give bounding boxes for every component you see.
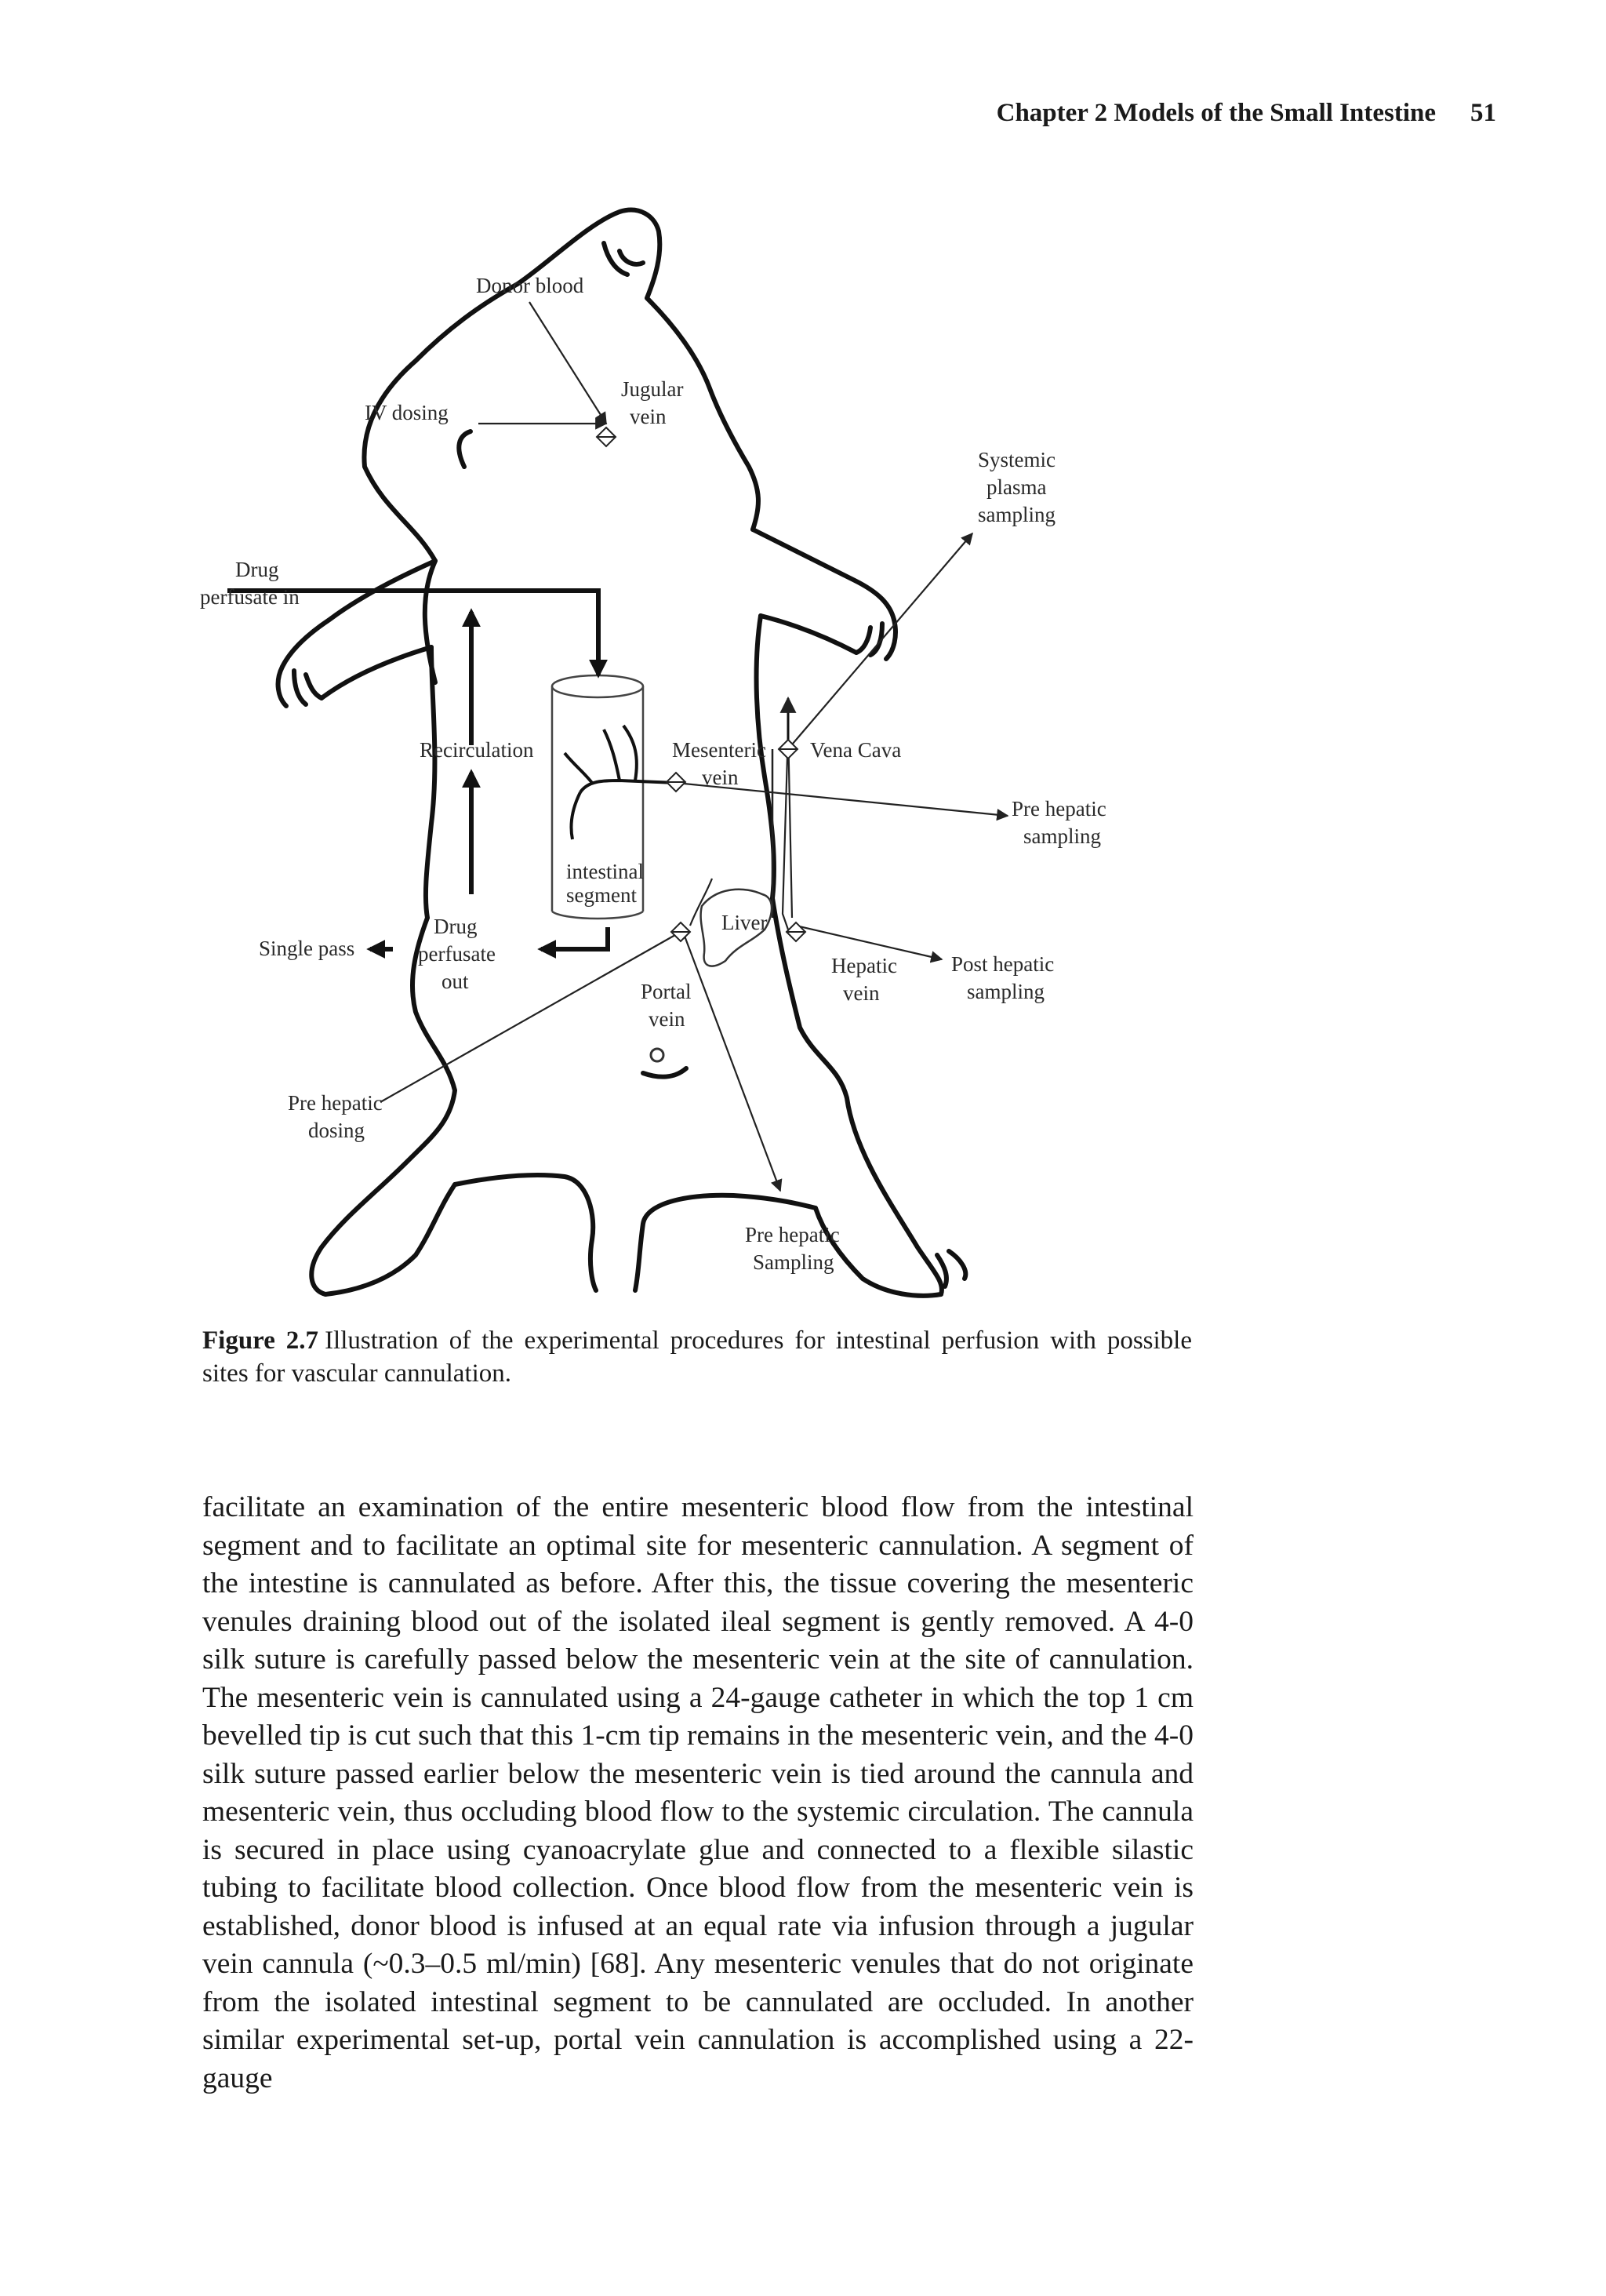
label-mesenteric-2: vein [702,766,739,789]
figure-rat-perfusion-diagram: Donor blood IV dosing Jugular vein Syste… [196,196,1188,1310]
label-drug-out-3: out [441,970,469,993]
label-portal-1: Portal [641,980,692,1003]
label-intestinal-2: segment [566,883,637,907]
label-intestinal-1: intestinal [566,860,644,883]
label-jugular-vein-2: vein [630,405,667,428]
body-text: facilitate an examination of the entire … [202,1489,1194,2098]
label-portal-2: vein [649,1007,685,1031]
label-donor-blood: Donor blood [476,274,584,297]
label-post-hepatic-1: Post hepatic [951,952,1054,976]
running-head: Chapter 2 Models of the Small Intestine 5… [997,99,1496,128]
label-systemic-1: Systemic [978,448,1056,471]
label-vena-cava: Vena Cava [810,738,901,762]
label-drug-out-2: perfusate [418,942,496,966]
label-pre-hepatic-sampling-2: sampling [1023,824,1101,848]
page-number: 51 [1470,99,1496,127]
label-mesenteric-1: Mesenteric [672,738,766,762]
label-pre-hepatic-dosing-2: dosing [308,1119,365,1142]
label-pre-hepatic-dosing-1: Pre hepatic [288,1091,383,1115]
body-paragraph: facilitate an examination of the entire … [202,1489,1194,2098]
caption-label: Figure 2.7 [202,1326,318,1355]
mesenteric-venules [565,726,676,839]
label-post-hepatic-2: sampling [967,980,1045,1003]
label-hepatic-1: Hepatic [831,954,897,977]
label-liver: Liver [721,911,767,934]
label-pre-hepatic-lower-1: Pre hepatic [745,1223,840,1246]
label-systemic-2: plasma [986,475,1046,499]
caption-text: Illustration of the experimental procedu… [202,1326,1192,1388]
label-pre-hepatic-sampling-1: Pre hepatic [1012,797,1106,821]
label-recirculation: Recirculation [420,738,534,762]
label-drug-in-1: Drug [235,558,279,581]
diagram-svg: Donor blood IV dosing Jugular vein Syste… [196,196,1188,1310]
running-title: Chapter 2 Models of the Small Intestine [997,99,1436,127]
label-pre-hepatic-lower-2: Sampling [753,1250,834,1274]
label-iv-dosing: IV dosing [365,401,449,424]
label-drug-out-1: Drug [434,915,478,938]
label-jugular-vein-1: Jugular [621,377,683,401]
label-single-pass: Single pass [259,937,354,960]
label-hepatic-2: vein [843,981,880,1005]
label-systemic-3: sampling [978,503,1056,526]
label-drug-in-2: perfusate in [200,585,300,609]
flow-arrows [227,591,608,949]
